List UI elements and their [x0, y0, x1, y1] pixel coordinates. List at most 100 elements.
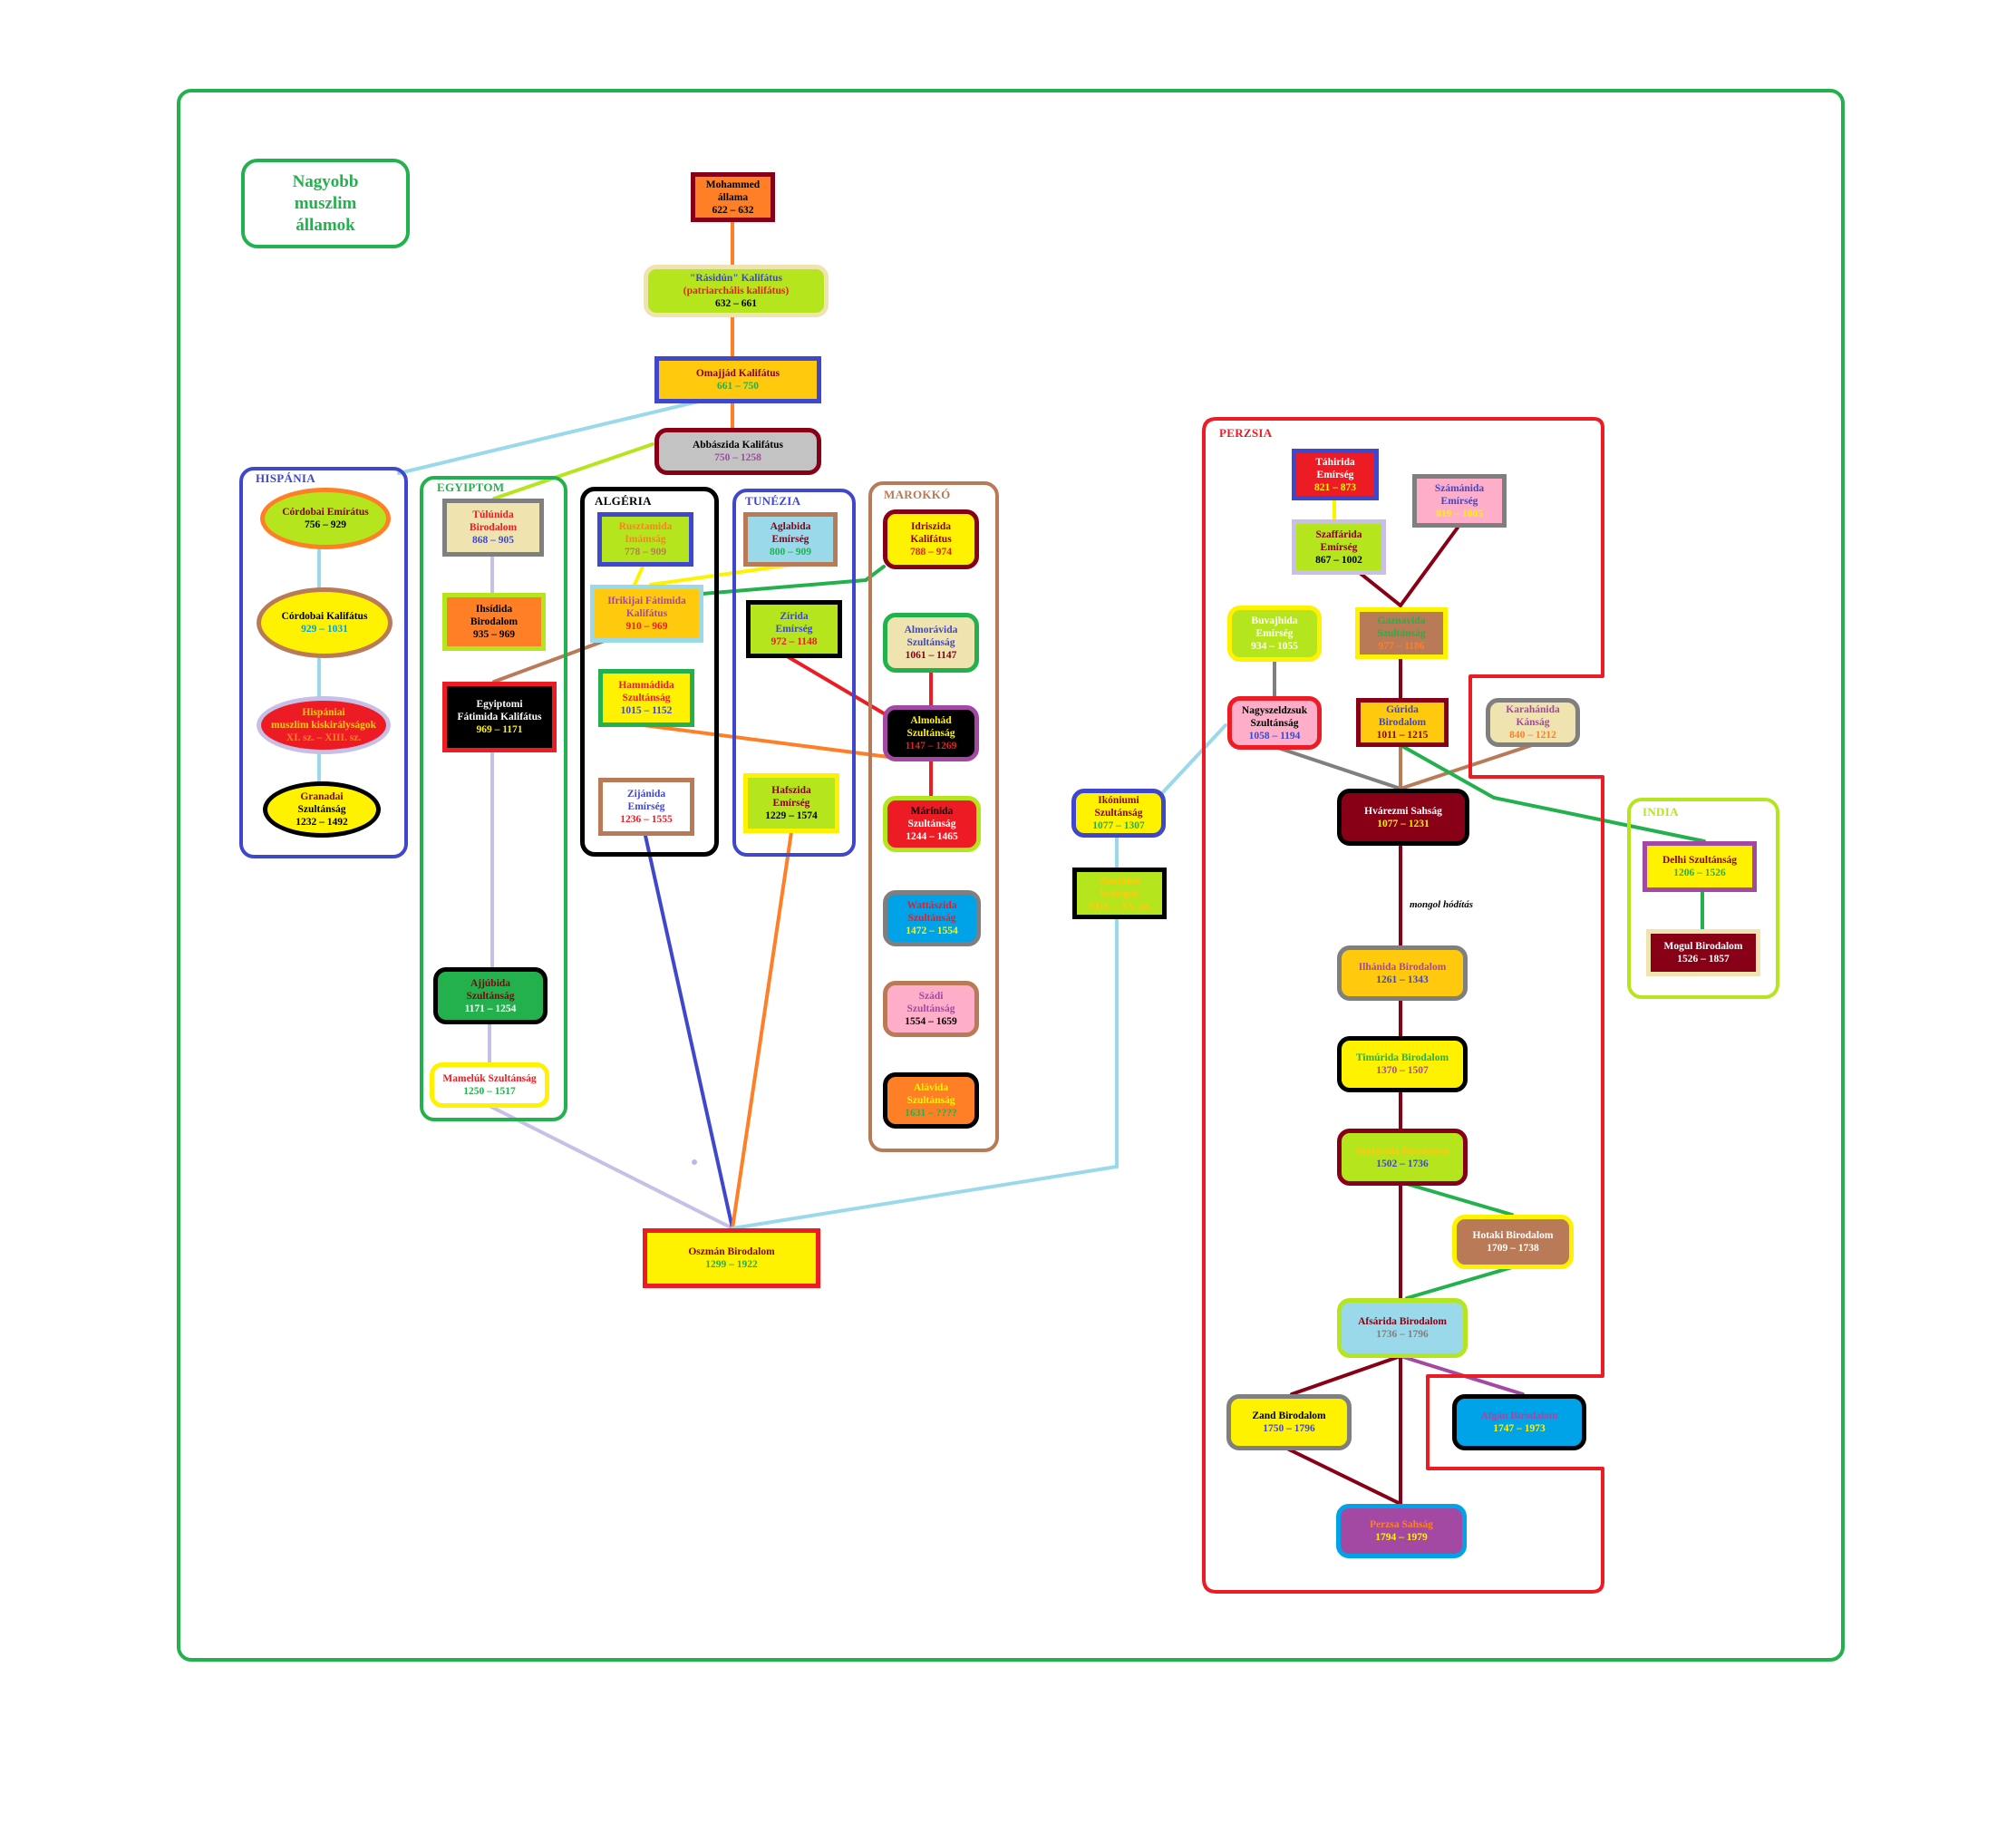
node-text-line: Birodalom	[1378, 717, 1427, 728]
node-text-line: bejségek	[1100, 887, 1139, 899]
outer-frame	[177, 89, 1845, 1662]
node-text-line: 972 – 1148	[771, 636, 818, 647]
node-text-line: 934 – 1055	[1251, 641, 1298, 652]
node-rasidun: "Rásidún" Kalifátus(patriarchális kalifá…	[644, 265, 829, 317]
node-text-line: Hispániai	[302, 707, 345, 718]
line-omajjad-hispania	[397, 400, 700, 475]
node-text-line: Hotaki Birodalom	[1472, 1230, 1554, 1241]
line-karahanida-hvarezmi	[1399, 743, 1534, 790]
line-gurida-delhi	[1399, 743, 1706, 843]
node-text-line: Szultánság	[297, 804, 346, 815]
region-label-perzsia: PERZSIA	[1219, 426, 1273, 440]
region-frame-tunezia	[732, 489, 856, 857]
node-text-line: 929 – 1031	[301, 624, 348, 635]
node-text-line: 821 – 873	[1314, 481, 1356, 493]
node-text-line: Számánida	[1434, 482, 1485, 494]
region-label-hispania: HISPÁNIA	[256, 471, 315, 485]
node-text-line: Birodalom	[469, 522, 518, 533]
node-text-line: Alávida	[913, 1082, 949, 1093]
node-text-line: Szultánság	[906, 1003, 955, 1014]
node-text-line: Perzsa Sahság	[1370, 1519, 1433, 1530]
node-text-line: Delhi Szultánság	[1662, 855, 1738, 866]
node-text-line: Emírség	[1255, 628, 1294, 639]
title-line-2: muszlim	[294, 193, 357, 213]
node-text-line: (patriarchális kalifátus)	[683, 286, 790, 296]
node-text-line: Timúrida Birodalom	[1355, 1052, 1449, 1063]
node-text-line: 1502 – 1736	[1376, 1158, 1429, 1169]
node-text-line: Szultánság	[906, 728, 955, 739]
node-text-line: 788 – 974	[910, 547, 952, 557]
node-text-line: 868 – 905	[472, 535, 514, 546]
node-text-line: Ihsídida	[475, 604, 513, 615]
node-text-line: Szultánság	[906, 1095, 955, 1106]
node-text-line: 1250 – 1517	[463, 1086, 516, 1097]
node-text-line: 1077 – 1231	[1377, 818, 1430, 829]
node-text-line: 1015 – 1152	[620, 705, 673, 716]
node-text-line: 632 – 661	[715, 298, 757, 309]
node-text-line: Hafszida	[771, 785, 811, 796]
node-text-line: Afsárida Birodalom	[1358, 1316, 1447, 1327]
node-text-line: Granadai	[300, 791, 344, 802]
node-text-line: Anatóliai	[1099, 875, 1140, 887]
node-text-line: állama	[717, 191, 749, 203]
node-text-line: 1206 – 1526	[1673, 868, 1726, 878]
node-text-line: Márínida	[910, 806, 954, 817]
node-text-line: Córdobai Kalifátus	[281, 611, 368, 622]
node-text-line: XI. sz. – XIII. sz.	[286, 732, 362, 743]
node-text-line: Rusztamida	[618, 521, 673, 532]
node-text-line: 1370 – 1507	[1376, 1065, 1429, 1076]
node-text-line: 1261 – 1343	[1376, 974, 1429, 985]
node-text-line: 1147 – 1269	[905, 741, 957, 751]
node-text-line: Emírség	[627, 801, 665, 812]
node-text-line: Zírida	[780, 611, 809, 622]
line-szaffarida-gaznavida	[1358, 571, 1402, 607]
mongol-annotation: mongol hódítás	[1410, 899, 1473, 910]
node-text-line: 819 – 1005	[1436, 508, 1483, 519]
stray-dot	[692, 1159, 697, 1165]
node-text-line: Almohád	[910, 715, 952, 726]
node-text-line: Wattászida	[906, 900, 957, 911]
region-frame-india	[1627, 798, 1779, 999]
node-text-line: 1229 – 1574	[765, 810, 818, 821]
line-zand-perzsa	[1285, 1447, 1402, 1506]
node-text-line: Kalifátus	[625, 608, 668, 619]
node-text-line: 1058 – 1194	[1248, 730, 1301, 742]
node-text-line: 622 – 632	[712, 204, 754, 216]
node-text-line: Szultánság	[1094, 808, 1143, 819]
node-text-line: Afgán Birodalom	[1480, 1411, 1558, 1421]
node-text-line: 750 – 1258	[714, 452, 761, 463]
line-zijanida-oszman	[644, 834, 734, 1230]
line-szafavida-hotaki	[1405, 1182, 1514, 1217]
node-text-line: 756 – 929	[305, 519, 346, 530]
node-text-line: Mamelúk Szultánság	[442, 1073, 537, 1084]
node-mameluk: Mamelúk Szultánság 1250 – 1517	[430, 1062, 549, 1108]
node-text-line: Emírség	[772, 798, 810, 809]
node-text-line: 1709 – 1738	[1487, 1243, 1539, 1254]
node-text-line: Oszmán Birodalom	[688, 1246, 775, 1257]
node-text-line: Szaffárida	[1315, 528, 1362, 540]
node-text-line: Zand Birodalom	[1252, 1411, 1326, 1421]
title-line-3: államok	[296, 215, 355, 235]
